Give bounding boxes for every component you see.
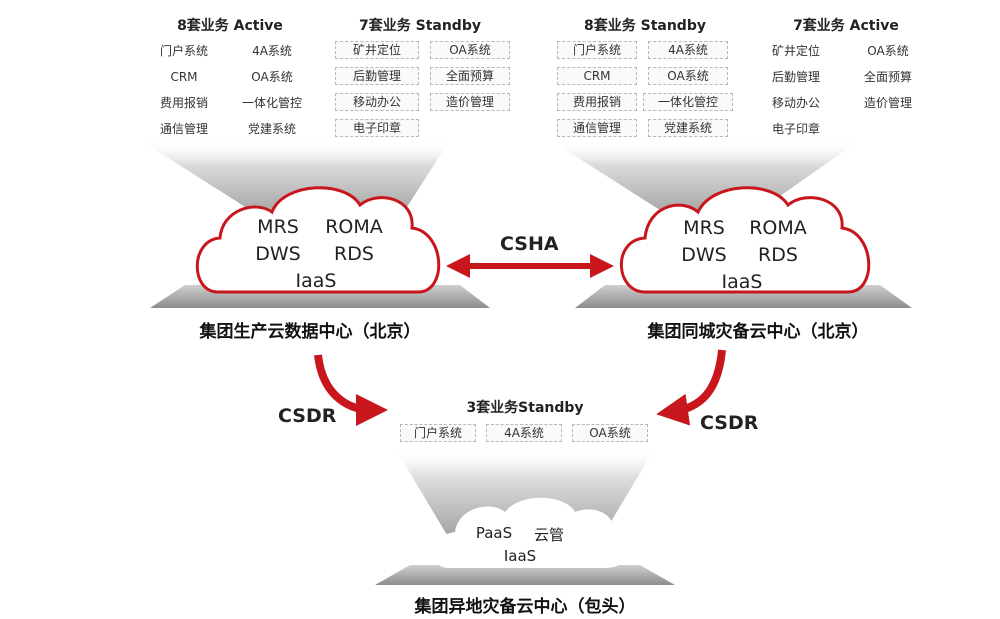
item-tl-s-5: 造价管理 [430,93,510,111]
item-tl-a-5: 一体化管控 [241,96,302,110]
item-tr-a-0: 矿井定位 [771,44,820,58]
item-b-2: OA系统 [572,424,648,442]
svc-right-mrs: MRS [683,217,725,239]
item-b-1: 4A系统 [486,424,562,442]
group-title-left-standby: 7套业务 Standby [359,18,481,34]
svc-right-rds: RDS [758,244,798,266]
item-tr-a-6: 电子印章 [771,122,820,136]
item-tl-s-2: 后勤管理 [335,67,419,85]
svc-left-rds: RDS [334,243,374,265]
platform-bottom [375,565,675,585]
item-tr-a-3: 全面预算 [863,70,912,84]
item-tl-a-3: OA系统 [251,70,293,84]
dc-label-left: 集团生产云数据中心（北京） [199,322,421,342]
svc-bottom-cloudmgmt: 云管 [533,526,564,544]
item-tl-s-3: 全面预算 [430,67,510,85]
item-tr-s-2: CRM [557,67,637,85]
item-tl-s-0: 矿井定位 [335,41,419,59]
svc-bottom-iaas: IaaS [503,547,537,565]
svc-left-mrs: MRS [257,216,299,238]
cloud-right-shape [619,186,871,294]
item-tr-a-5: 造价管理 [863,96,912,110]
item-tl-a-2: CRM [170,70,198,84]
dc-label-right: 集团同城灾备云中心（北京） [647,322,869,342]
group-title-right-standby: 8套业务 Standby [584,18,706,34]
csdr-arrow-left [314,354,388,426]
svc-right-roma: ROMA [749,217,807,239]
group-title-left-active: 8套业务 Active [177,18,283,34]
item-tr-s-1: 4A系统 [648,41,728,59]
item-tr-s-0: 门户系统 [557,41,637,59]
group-title-bottom: 3套业务Standby [466,400,584,416]
dc-label-bottom: 集团异地灾备云中心（包头） [414,597,636,617]
item-tr-a-4: 移动办公 [771,96,820,110]
svc-left-iaas: IaaS [295,270,337,292]
beam-right [550,140,860,210]
svc-right-dws: DWS [681,244,727,266]
svc-left-dws: DWS [255,243,301,265]
item-tr-s-7: 党建系统 [648,119,728,137]
group-title-right-active: 7套业务 Active [793,18,899,34]
item-tr-a-1: OA系统 [867,44,909,58]
item-tl-a-4: 费用报销 [159,96,208,110]
item-tr-s-5: 一体化管控 [643,93,733,111]
item-tl-s-4: 移动办公 [335,93,419,111]
item-b-0: 门户系统 [400,424,476,442]
cloud-bottom-shape [432,497,628,568]
beam-left [140,140,450,210]
svc-right-iaas: IaaS [721,271,763,293]
csdr-arrow-right [656,349,726,426]
item-tl-a-1: 4A系统 [252,44,292,58]
cloud-left-shape [195,186,441,294]
item-tr-s-6: 通信管理 [557,119,637,137]
item-tl-a-0: 门户系统 [159,44,208,58]
svc-bottom-paas: PaaS [475,524,513,542]
csdr-label-right: CSDR [700,412,759,434]
item-tl-a-6: 通信管理 [159,122,208,136]
item-tl-s-6: 电子印章 [335,119,419,137]
csdr-label-left: CSDR [278,405,337,427]
svc-left-roma: ROMA [325,216,383,238]
csha-label: CSHA [500,233,559,255]
item-tr-a-2: 后勤管理 [771,70,820,84]
item-tr-s-3: OA系统 [648,67,728,85]
item-tl-s-1: OA系统 [430,41,510,59]
item-tr-s-4: 费用报销 [557,93,637,111]
item-tl-a-7: 党建系统 [247,122,296,136]
